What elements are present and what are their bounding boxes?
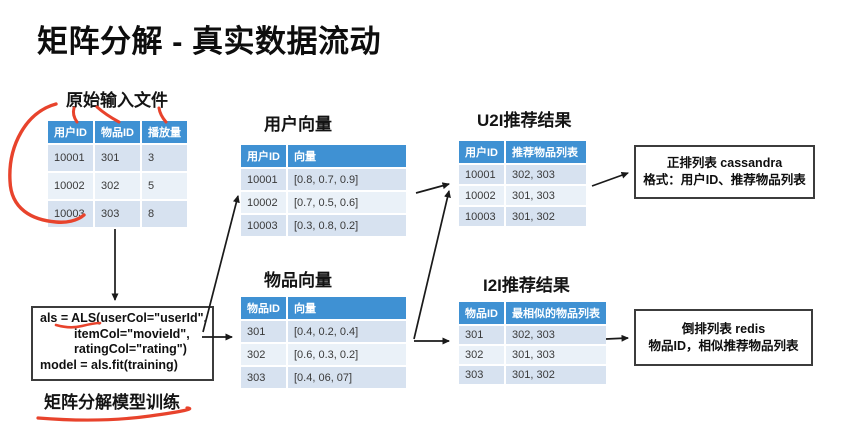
item-vector-table: 物品ID 向量 301 [0.4, 0.2, 0.4] 302 [0.6, 0.… xyxy=(239,295,408,390)
arrow-u2i-to-cassandra xyxy=(591,171,629,187)
table-row: 301 302, 303 xyxy=(459,326,606,344)
col-header: 物品ID xyxy=(459,302,504,324)
table-header-row: 用户ID 推荐物品列表 xyxy=(459,141,586,163)
table-row: 302 301, 303 xyxy=(459,346,606,364)
page-title: 矩阵分解 - 真实数据流动 xyxy=(37,24,382,59)
label-i2i-results: I2I推荐结果 xyxy=(483,276,570,295)
code-line: als = ALS(userCol="userId", xyxy=(40,311,207,325)
table-header-row: 用户ID 向量 xyxy=(241,145,406,167)
redis-store-box: 倒排列表 redis 物品ID，相似推荐物品列表 xyxy=(634,309,813,366)
redis-box-format: 物品ID，相似推荐物品列表 xyxy=(648,338,799,353)
table-row: 10002 302 5 xyxy=(48,173,187,199)
label-u2i-results: U2I推荐结果 xyxy=(477,111,572,130)
label-model-training: 矩阵分解模型训练 xyxy=(44,393,180,412)
redis-box-title: 倒排列表 redis xyxy=(681,321,766,336)
col-header: 播放量 xyxy=(142,121,187,143)
label-item-vectors: 物品向量 xyxy=(264,271,332,290)
table-row: 10001 302, 303 xyxy=(459,165,586,184)
user-vector-table: 用户ID 向量 10001 [0.8, 0.7, 0.9] 10002 [0.7… xyxy=(239,143,408,238)
label-user-vectors: 用户向量 xyxy=(264,115,332,134)
table-row: 10002 301, 303 xyxy=(459,186,586,205)
col-header: 用户ID xyxy=(48,121,93,143)
table-header-row: 用户ID 物品ID 播放量 xyxy=(48,121,187,143)
table-header-row: 物品ID 最相似的物品列表 xyxy=(459,302,606,324)
col-header: 用户ID xyxy=(459,141,504,163)
als-code-box: als = ALS(userCol="userId", itemCol="mov… xyxy=(31,306,214,381)
u2i-results-table: 用户ID 推荐物品列表 10001 302, 303 10002 301, 30… xyxy=(457,139,588,228)
table-row: 10003 303 8 xyxy=(48,201,187,227)
table-row: 10002 [0.7, 0.5, 0.6] xyxy=(241,192,406,213)
arrow-itemvec-to-u2i xyxy=(413,190,451,340)
col-header: 向量 xyxy=(288,297,406,319)
table-row: 10001 [0.8, 0.7, 0.9] xyxy=(241,169,406,190)
cassandra-box-format: 格式：用户ID、推荐物品列表 xyxy=(643,173,806,187)
col-header: 用户ID xyxy=(241,145,286,167)
col-header: 物品ID xyxy=(95,121,140,143)
code-line: ratingCol="rating") xyxy=(74,342,187,356)
col-header: 向量 xyxy=(288,145,406,167)
code-line: itemCol="movieId", xyxy=(74,326,190,341)
table-row: 302 [0.6, 0.3, 0.2] xyxy=(241,344,406,365)
col-header: 推荐物品列表 xyxy=(506,141,586,163)
table-row: 303 [0.4, 06, 07] xyxy=(241,367,406,388)
cassandra-box-title: 正排列表 cassandra xyxy=(666,156,783,170)
table-row: 10003 301, 302 xyxy=(459,207,586,226)
table-header-row: 物品ID 向量 xyxy=(241,297,406,319)
table-row: 303 301, 302 xyxy=(459,366,606,384)
col-header: 最相似的物品列表 xyxy=(506,302,606,324)
original-input-table: 用户ID 物品ID 播放量 10001 301 3 10002 302 5 10… xyxy=(46,119,189,229)
arrow-uservec-to-u2i xyxy=(415,182,450,194)
col-header: 物品ID xyxy=(241,297,286,319)
code-line: model = als.fit(training) xyxy=(40,357,178,372)
i2i-results-table: 物品ID 最相似的物品列表 301 302, 303 302 301, 303 … xyxy=(457,300,608,386)
arrow-i2i-to-redis xyxy=(605,334,629,342)
label-original-input: 原始输入文件 xyxy=(66,91,168,110)
cassandra-store-box: 正排列表 cassandra 格式：用户ID、推荐物品列表 xyxy=(634,145,815,199)
table-row: 10001 301 3 xyxy=(48,145,187,171)
table-row: 301 [0.4, 0.2, 0.4] xyxy=(241,321,406,342)
table-row: 10003 [0.3, 0.8, 0.2] xyxy=(241,215,406,236)
